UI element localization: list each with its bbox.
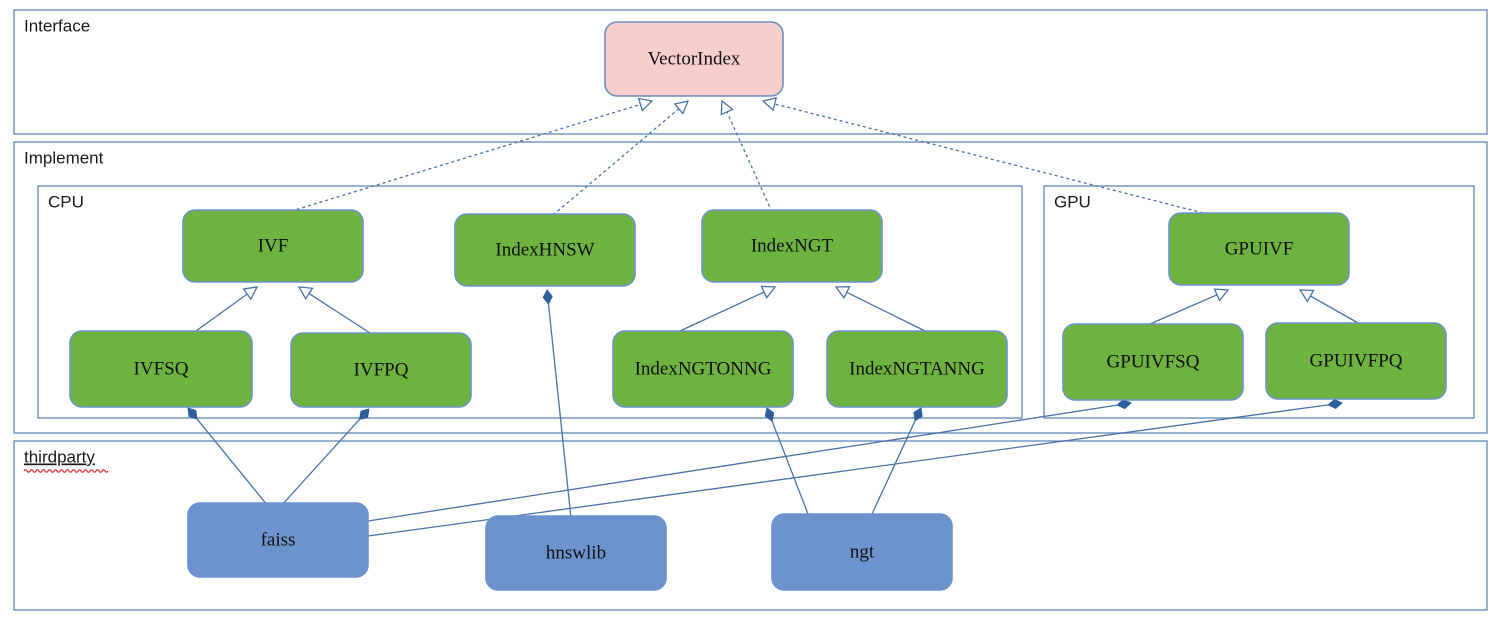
node-box-indexhnsw[interactable]: [454, 213, 636, 287]
edge-indexngtanng-indexngt: [834, 286, 926, 332]
edge-indexngtonng-indexngt: [679, 285, 777, 332]
inheritance-arrowhead-icon: [834, 286, 851, 300]
container-label-gpu: GPU: [1054, 192, 1091, 211]
node-indexngtanng[interactable]: IndexNGTANNG: [826, 330, 1008, 408]
node-indexngt[interactable]: IndexNGT: [701, 209, 883, 283]
edge-ivf-vectorindex: [284, 97, 654, 214]
node-label-gpuivfsq: GPUIVFSQ: [1107, 351, 1200, 372]
edge-line-faiss-ivfpq: [280, 418, 361, 507]
node-box-ngt[interactable]: [771, 513, 953, 591]
edge-ngt-indexngtonng: [764, 407, 809, 515]
node-label-ivfsq: IVFSQ: [134, 358, 189, 379]
node-label-ngt: ngt: [850, 541, 875, 562]
composition-diamond-icon: [1327, 398, 1343, 409]
inheritance-arrowhead-icon: [760, 285, 777, 299]
edge-line-gpuivfsq-gpuivf: [1149, 294, 1218, 325]
inheritance-arrowhead-icon: [761, 97, 778, 112]
composition-diamond-icon: [542, 289, 553, 305]
node-ivf[interactable]: IVF: [182, 209, 364, 283]
node-vectorindex[interactable]: VectorIndex: [604, 21, 784, 97]
node-label-faiss: faiss: [261, 529, 296, 550]
container-label-interface: Interface: [24, 16, 90, 35]
edge-line-indexngt-vectorindex: [726, 111, 773, 213]
node-label-indexngtonng: IndexNGTONNG: [635, 358, 772, 379]
node-label-gpuivf: GPUIVF: [1225, 238, 1294, 259]
node-gpuivfpq[interactable]: GPUIVFPQ: [1265, 322, 1447, 400]
node-ivfpq[interactable]: IVFPQ: [290, 332, 472, 408]
node-ivfsq[interactable]: IVFSQ: [69, 330, 253, 408]
edge-indexhnsw-vectorindex: [552, 100, 690, 216]
composition-diamond-icon: [358, 408, 370, 421]
edge-line-indexngtonng-indexngt: [679, 291, 765, 332]
node-box-ivfsq[interactable]: [69, 330, 253, 408]
edge-line-ivfsq-ivf: [195, 293, 248, 332]
inheritance-arrowhead-icon: [242, 286, 259, 301]
node-label-ivfpq: IVFPQ: [354, 359, 409, 380]
inheritance-arrowhead-icon: [1213, 288, 1230, 302]
edge-line-faiss-gpuivfsq: [367, 404, 1118, 522]
container-label-implement: Implement: [24, 148, 104, 167]
edge-faiss-ivfsq: [187, 407, 269, 507]
edge-line-ngt-indexngtonng: [771, 420, 809, 515]
edge-indexngt-vectorindex: [720, 99, 773, 213]
node-gpuivf[interactable]: GPUIVF: [1168, 212, 1350, 286]
node-box-vectorindex[interactable]: [604, 21, 784, 97]
edges-layer: [187, 97, 1359, 537]
edge-line-gpuivf-vectorindex: [774, 103, 1204, 214]
node-indexhnsw[interactable]: IndexHNSW: [454, 213, 636, 287]
edge-line-indexngtanng-indexngt: [846, 291, 926, 332]
composition-diamond-icon: [187, 407, 198, 420]
edge-line-ngt-indexngtanng: [871, 420, 916, 515]
spellcheck-squiggle-thirdparty: [23, 469, 109, 473]
node-box-hnswlib[interactable]: [485, 515, 667, 591]
inheritance-arrowhead-icon: [637, 97, 654, 112]
inheritance-arrowhead-icon: [720, 99, 734, 116]
node-hnswlib[interactable]: hnswlib: [485, 515, 667, 591]
node-label-gpuivfpq: GPUIVFPQ: [1310, 350, 1403, 371]
edge-gpuivfsq-gpuivf: [1149, 288, 1230, 325]
edge-faiss-ivfpq: [280, 408, 370, 507]
node-label-hnswlib: hnswlib: [546, 542, 606, 563]
edge-faiss-gpuivfpq: [367, 398, 1343, 537]
node-faiss[interactable]: faiss: [187, 502, 369, 578]
node-ngt[interactable]: ngt: [771, 513, 953, 591]
node-box-indexngt[interactable]: [701, 209, 883, 283]
inheritance-arrowhead-icon: [297, 286, 314, 301]
node-indexngtonng[interactable]: IndexNGTONNG: [612, 330, 794, 408]
node-label-indexngt: IndexNGT: [751, 235, 834, 256]
composition-diamond-icon: [764, 407, 775, 422]
edge-line-hnswlib-indexhnsw: [547, 303, 572, 519]
container-label-thirdparty: thirdparty: [24, 447, 95, 466]
edge-line-faiss-gpuivfpq: [367, 404, 1329, 537]
node-box-gpuivfsq[interactable]: [1062, 323, 1244, 401]
node-box-ivf[interactable]: [182, 209, 364, 283]
edge-ngt-indexngtanng: [871, 407, 923, 515]
edge-line-faiss-ivfsq: [196, 418, 269, 507]
node-box-indexngtonng[interactable]: [612, 330, 794, 408]
node-box-gpuivfpq[interactable]: [1265, 322, 1447, 400]
edge-line-ivfpq-ivf: [308, 292, 371, 334]
node-label-indexhnsw: IndexHNSW: [495, 239, 594, 260]
node-label-indexngtanng: IndexNGTANNG: [849, 358, 985, 379]
edge-line-ivf-vectorindex: [284, 103, 641, 214]
node-box-faiss[interactable]: [187, 502, 369, 578]
edge-ivfpq-ivf: [297, 286, 371, 334]
edge-line-gpuivfpq-gpuivf: [1310, 295, 1359, 324]
node-gpuivfsq[interactable]: GPUIVFSQ: [1062, 323, 1244, 401]
container-label-cpu: CPU: [48, 192, 84, 211]
composition-diamond-icon: [913, 407, 923, 422]
node-label-vectorindex: VectorIndex: [648, 48, 741, 69]
inheritance-arrowhead-icon: [1298, 289, 1315, 303]
edge-gpuivf-vectorindex: [761, 97, 1204, 214]
edge-ivfsq-ivf: [195, 286, 259, 332]
edge-hnswlib-indexhnsw: [542, 289, 572, 519]
node-box-gpuivf[interactable]: [1168, 212, 1350, 286]
node-box-indexngtanng[interactable]: [826, 330, 1008, 408]
inheritance-arrowhead-icon: [673, 100, 690, 115]
edge-gpuivfpq-gpuivf: [1298, 289, 1359, 324]
node-label-ivf: IVF: [258, 235, 289, 256]
node-box-ivfpq[interactable]: [290, 332, 472, 408]
